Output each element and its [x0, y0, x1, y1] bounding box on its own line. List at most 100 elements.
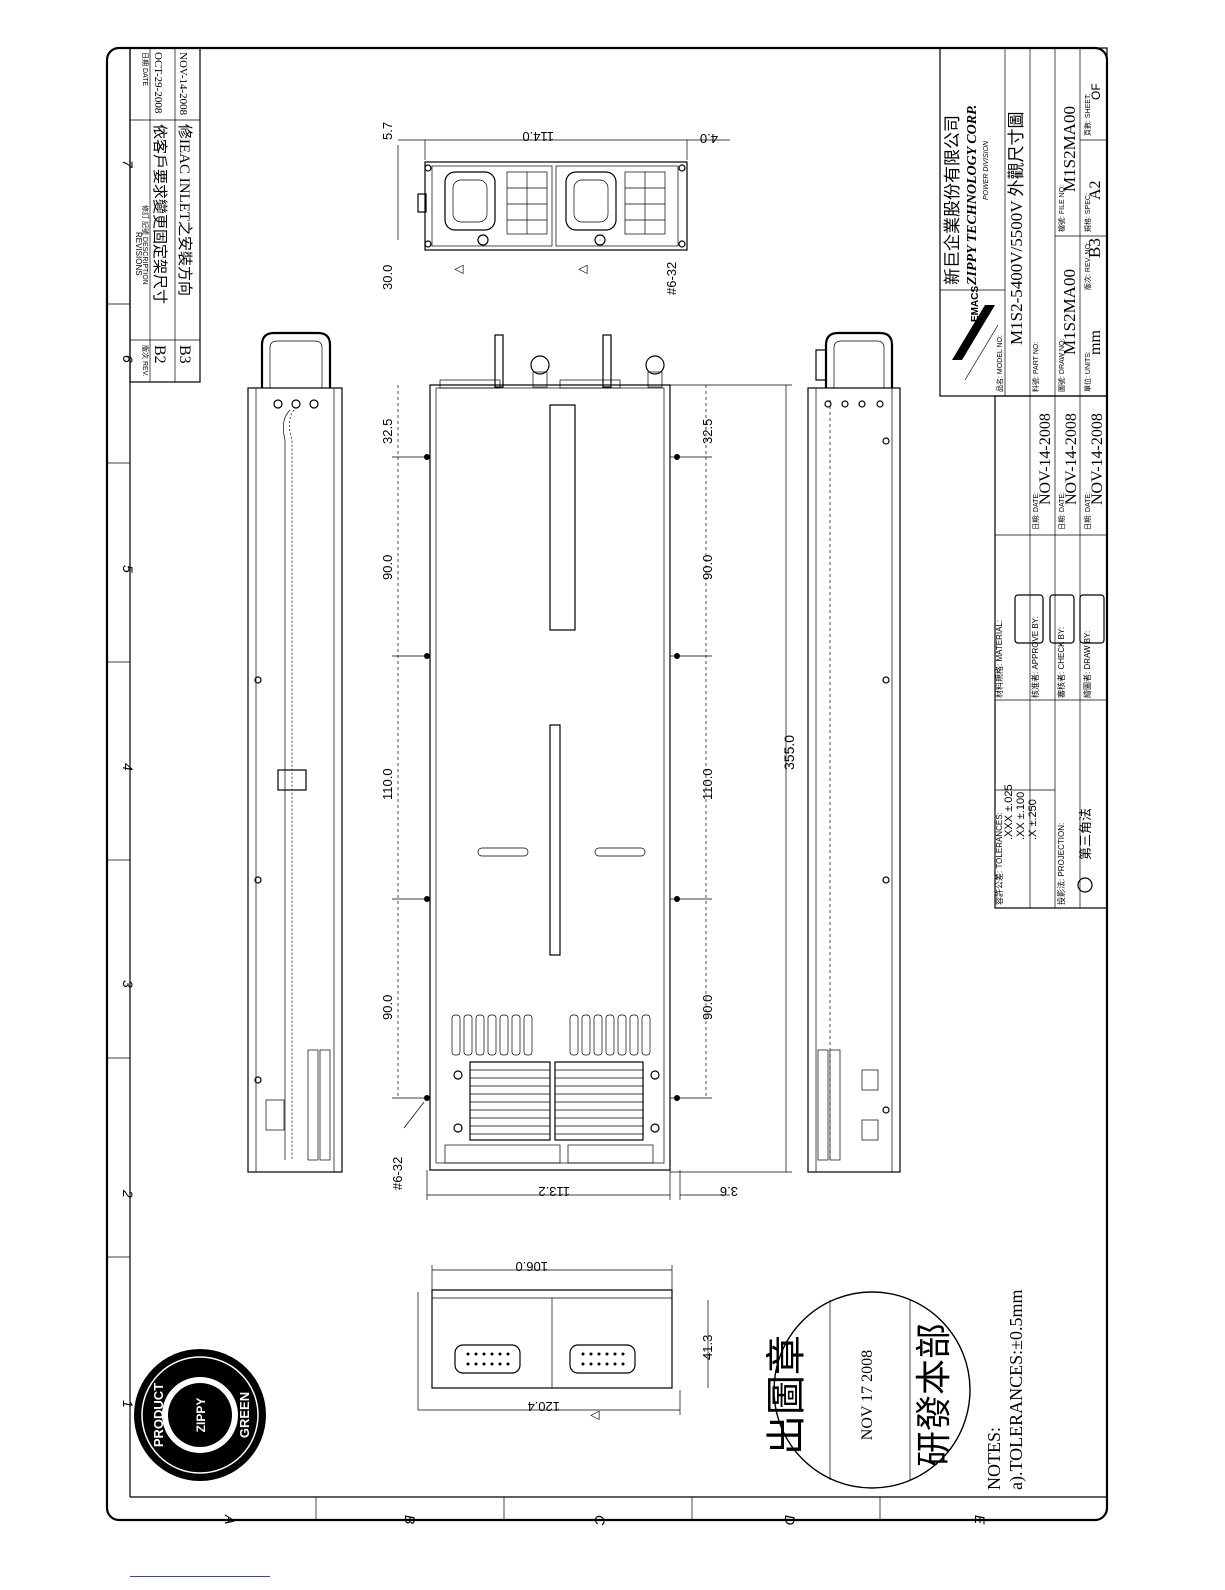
dim-front-screw: #6-32: [664, 262, 679, 295]
dim-left-2: 90.0: [380, 555, 395, 580]
dim-body-width: 113.2: [538, 1184, 570, 1199]
zone-4: 4: [120, 763, 136, 771]
green-product-badge: PRODUCT ZIPPY GREEN: [134, 1349, 266, 1481]
date-label-1: 日期: DATE:: [1032, 492, 1040, 530]
rev-row-1-rev: B2: [151, 345, 168, 364]
dim-bottom-screw: #6-32: [390, 1157, 405, 1190]
file-no: M1S2MA00: [1060, 106, 1079, 192]
badge-bottom-text: GREEN: [237, 1392, 252, 1438]
draw-label: 圖號: DRAW NO:: [1057, 339, 1066, 392]
drawn-label: 繪圖者: DRAW BY:: [1082, 631, 1092, 698]
model-label: 品名: MODEL NO:: [995, 335, 1004, 392]
revisions-col-desc: 修訂 記號 DESCRIPTION: [141, 205, 150, 285]
units-label: 單位: UNITS:: [1083, 351, 1092, 392]
units-value: mm: [1087, 330, 1104, 355]
revisions-title: REVISIONS: [134, 232, 143, 276]
warn-triangle-2: △: [575, 264, 589, 274]
rev-label: 版次: REV. NO:: [1083, 242, 1092, 290]
zone-3: 3: [120, 980, 136, 988]
rev-row-2-desc: 修IEAC INLET之安裝方向: [176, 124, 193, 296]
zone-b: B: [402, 1515, 418, 1524]
footer-link-line: [130, 1576, 270, 1577]
rev-row-2-date: NOV-14-2008: [177, 52, 189, 116]
part-label: 料號: PART NO:: [1031, 342, 1040, 392]
notes-title: NOTES:: [984, 1427, 1004, 1490]
warn-triangle-3: △: [587, 1410, 601, 1420]
zone-6: 6: [120, 355, 136, 363]
dim-right-4: 90.0: [700, 995, 715, 1020]
release-stamp: 出圖章 NOV 17 2008 研發本部: [764, 1291, 971, 1489]
stamp-date: NOV 17 2008: [859, 1350, 876, 1440]
seal-drawn: [1079, 594, 1105, 644]
dim-left-1: 32.5: [380, 419, 395, 444]
zone-d: D: [782, 1515, 798, 1525]
revisions-col-rev: 版次 REV.: [141, 345, 150, 377]
dim-rear-height: 41.3: [700, 1335, 715, 1360]
draw-no: M1S2MA00: [1060, 269, 1079, 355]
badge-brand: ZIPPY: [194, 1398, 208, 1433]
material-label: 材料規格: MATERIAL:: [994, 620, 1004, 698]
spec-value: A2: [1087, 180, 1104, 200]
stamp-bottom: 研發本部: [914, 1323, 954, 1467]
company-en: ZIPPY TECHNOLOGY CORP.: [965, 105, 980, 286]
seal-approve: [1014, 594, 1044, 644]
tolerances-label: 容許公差: TOLERANCES:: [994, 812, 1004, 905]
dim-side-offset: 3.6: [720, 1184, 738, 1199]
approve-label: 核准者: APPROVE BY:: [1030, 616, 1040, 698]
date-label-2: 日期: DATE:: [1058, 492, 1066, 530]
zone-5: 5: [120, 565, 136, 573]
zone-7: 7: [120, 160, 136, 169]
dim-right-1: 32.5: [700, 419, 715, 444]
company-cn: 新巨企業股份有限公司: [943, 115, 962, 285]
tol-xxx: .XXX ±.025: [1003, 784, 1015, 840]
dim-front-width: 114.0: [522, 129, 554, 144]
tol-x: .X ±.250: [1027, 799, 1039, 840]
notes-block: NOTES: a).TOLERANCES:±0.5mm: [984, 1289, 1027, 1490]
zone-e: E: [972, 1515, 988, 1525]
warn-triangle-1: △: [451, 264, 465, 274]
notes-line-a: a).TOLERANCES:±0.5mm: [1006, 1289, 1027, 1490]
rev-row-1-date: OCT-29-2008: [152, 52, 164, 114]
projection-value: 第三角法: [1078, 808, 1093, 860]
side-view-top: [247, 331, 343, 1173]
date-2: NOV-14-2008: [1063, 413, 1080, 505]
dim-front-right: 5.7: [380, 122, 395, 140]
date-3: NOV-14-2008: [1089, 413, 1106, 505]
file-label: 檔號: FILE NO:: [1057, 185, 1066, 232]
date-1: NOV-14-2008: [1037, 413, 1054, 505]
zone-a: A: [222, 1514, 238, 1524]
date-label-3: 日期: DATE:: [1084, 492, 1092, 530]
dim-left-4: 90.0: [380, 995, 395, 1020]
rev-row-1-desc: 依客戶要求變更固定架尺寸: [151, 124, 168, 304]
spec-label: 規格: SPEC:: [1083, 193, 1092, 232]
dim-rear-total: 120.4: [527, 1399, 560, 1414]
dim-rear-width: 106.0: [515, 1259, 548, 1274]
rev-row-2-rev: B3: [176, 345, 193, 364]
sheet-value: OF: [1089, 83, 1103, 100]
projection-label: 投影法: PROJECTION:: [1056, 823, 1066, 905]
revisions-table: REVISIONS 版次 REV. 修訂 記號 DESCRIPTION 日期 D…: [129, 47, 201, 383]
title-block: EMACS 新巨企業股份有限公司 ZIPPY TECHNOLOGY CORP. …: [939, 47, 1108, 909]
plan-view: 32.5 90.0 110.0 90.0 32.5 90.0 110.0 90.…: [380, 334, 797, 1200]
zone-c: C: [592, 1515, 608, 1526]
dim-total-length: 355.0: [781, 735, 797, 770]
tol-xx: .XX ±.100: [1015, 792, 1027, 840]
rev-value: B3: [1085, 238, 1104, 258]
seal-check: [1049, 594, 1075, 644]
dim-right-2: 90.0: [700, 555, 715, 580]
division: POWER DIVISION: [983, 140, 990, 200]
logo-text: EMACS: [970, 286, 981, 322]
zone-2: 2: [120, 1189, 136, 1198]
side-view-right: [807, 331, 901, 1173]
revisions-col-date: 日期 DATE: [141, 52, 149, 86]
front-view: 114.0 5.7 4.0 30.0 #6-32 △ △: [380, 122, 730, 295]
dim-right-3: 110.0: [700, 768, 715, 800]
dim-front-top: 4.0: [700, 131, 718, 146]
badge-top-text: PRODUCT: [151, 1383, 166, 1447]
emacs-logo: EMACS: [952, 286, 999, 381]
dim-front-left: 30.0: [380, 265, 395, 290]
check-label: 審核者: CHECK BY:: [1056, 627, 1066, 698]
rear-view: 106.0 41.3 120.4 △: [417, 1259, 715, 1420]
zone-1: 1: [120, 1400, 136, 1408]
